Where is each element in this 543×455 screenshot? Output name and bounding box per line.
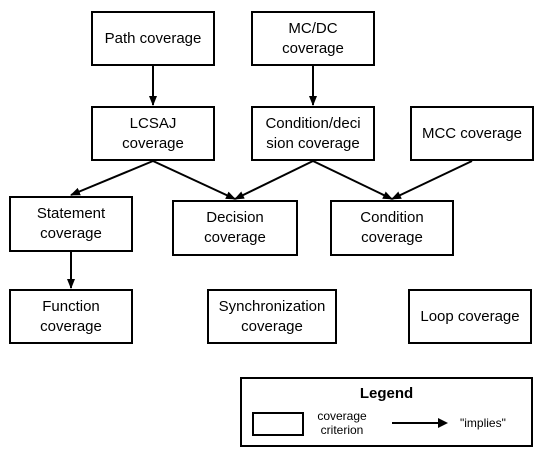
node-path-coverage-label: Path coverage	[104, 29, 202, 47]
legend: Legend coverage criterion "implies"	[240, 377, 533, 447]
node-synchronization-coverage-label: Synchronization coverage	[218, 297, 326, 335]
node-statement-coverage-label: Statement coverage	[36, 205, 106, 242]
arrow-mcc-to-condition	[391, 160, 473, 200]
node-mcdc-coverage-label: MC/DC coverage	[282, 19, 344, 57]
legend-arrow-icon	[392, 418, 448, 428]
node-condition-decision-coverage: Condition/deci sion coverage	[251, 106, 375, 161]
node-condition-coverage: Condition coverage	[330, 200, 454, 256]
arrow-lcsaj-to-statement	[70, 160, 154, 196]
arrow-condition_decision-to-condition	[312, 160, 393, 200]
node-condition-coverage-label: Condition coverage	[360, 209, 424, 246]
node-loop-coverage-label: Loop coverage	[420, 307, 520, 325]
node-mcdc-coverage: MC/DC coverage	[251, 11, 375, 66]
node-statement-coverage: Statement coverage	[9, 196, 133, 252]
arrow-condition_decision-to-decision	[234, 160, 314, 200]
legend-criterion-label: coverage criterion	[317, 409, 367, 437]
legend-implies-label: "implies"	[460, 416, 506, 430]
node-function-coverage: Function coverage	[9, 289, 133, 344]
node-lcsaj-coverage: LCSAJ coverage	[91, 106, 215, 161]
node-decision-coverage-label: Decision coverage	[204, 209, 266, 246]
node-synchronization-coverage: Synchronization coverage	[207, 289, 337, 344]
arrow-lcsaj-to-decision	[152, 160, 236, 200]
legend-criterion-box	[252, 412, 304, 436]
node-mcc-coverage-label: MCC coverage	[421, 124, 523, 142]
node-path-coverage: Path coverage	[91, 11, 215, 66]
node-function-coverage-label: Function coverage	[40, 297, 102, 335]
node-decision-coverage: Decision coverage	[172, 200, 298, 256]
legend-title: Legend	[359, 385, 414, 402]
node-condition-decision-coverage-label: Condition/deci sion coverage	[265, 114, 361, 152]
node-loop-coverage: Loop coverage	[408, 289, 532, 344]
node-mcc-coverage: MCC coverage	[410, 106, 534, 161]
node-lcsaj-coverage-label: LCSAJ coverage	[122, 114, 184, 152]
